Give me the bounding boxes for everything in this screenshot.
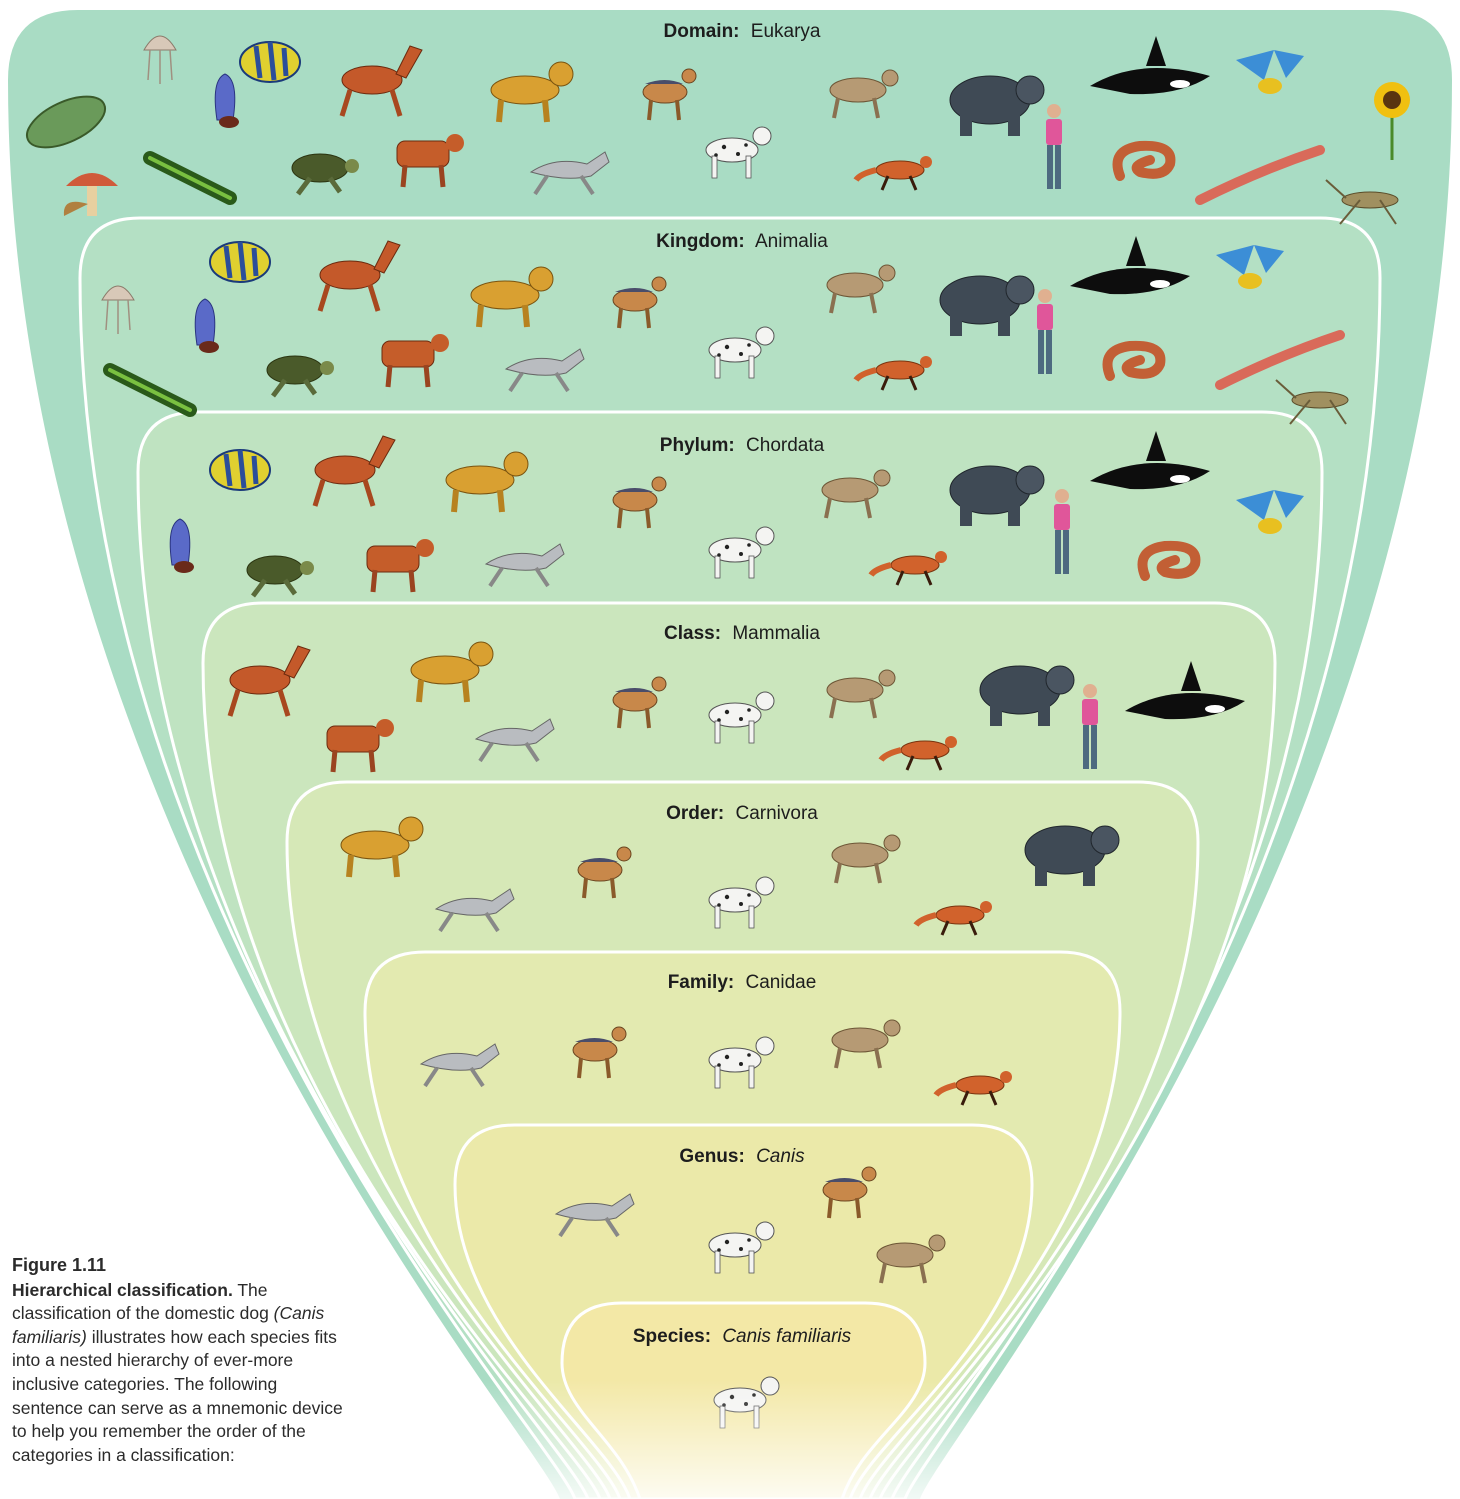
rank-label: Kingdom: bbox=[656, 231, 745, 252]
taxon-label: Carnivora bbox=[735, 803, 818, 824]
jellyfish-icon bbox=[102, 286, 134, 334]
caption-text-2: illustrates how each species fits into a… bbox=[12, 1327, 343, 1465]
figure-number: Figure 1.11 bbox=[12, 1254, 352, 1278]
jellyfish-icon bbox=[144, 36, 176, 84]
level-label-order: Order: Carnivora bbox=[666, 803, 818, 824]
taxon-label: Canis familiaris bbox=[722, 1326, 851, 1347]
rank-label: Phylum: bbox=[660, 435, 735, 456]
tropical-fish-icon bbox=[210, 242, 270, 282]
level-label-class: Class: Mammalia bbox=[664, 623, 820, 644]
rank-label: Species: bbox=[633, 1326, 711, 1347]
rank-label: Class: bbox=[664, 623, 721, 644]
level-label-species: Species: Canis familiaris bbox=[633, 1326, 852, 1347]
rank-label: Genus: bbox=[679, 1146, 744, 1167]
level-label-genus: Genus: Canis bbox=[679, 1146, 805, 1167]
level-label-kingdom: Kingdom: Animalia bbox=[656, 231, 828, 252]
svg-text:Genus: Canis: Genus: Canis bbox=[679, 1146, 805, 1167]
svg-text:Class: Mammalia: Class: Mammalia bbox=[664, 623, 820, 644]
rank-label: Domain: bbox=[664, 21, 740, 42]
taxon-label: Canis bbox=[756, 1146, 805, 1167]
level-label-domain: Domain: Eukarya bbox=[664, 21, 821, 42]
taxon-label: Animalia bbox=[755, 231, 828, 252]
taxon-label: Canidae bbox=[746, 972, 817, 993]
taxon-label: Eukarya bbox=[751, 21, 821, 42]
tropical-fish-icon bbox=[240, 42, 300, 82]
taxon-label: Mammalia bbox=[732, 623, 820, 644]
svg-text:Domain: Eukarya: Domain: Eukarya bbox=[664, 21, 821, 42]
figure-title: Hierarchical classification. bbox=[12, 1280, 233, 1300]
tropical-fish-icon bbox=[210, 450, 270, 490]
rank-label: Order: bbox=[666, 803, 724, 824]
svg-text:Species: Canis familiari: Species: Canis familiaris bbox=[633, 1326, 852, 1347]
svg-text:Kingdom: Animalia: Kingdom: Animalia bbox=[656, 231, 828, 252]
rank-label: Family: bbox=[668, 972, 735, 993]
taxon-label: Chordata bbox=[746, 435, 825, 456]
figure-caption: Figure 1.11 Hierarchical classification.… bbox=[12, 1254, 352, 1467]
svg-text:Order: Carnivora: Order: Carnivora bbox=[666, 803, 818, 824]
